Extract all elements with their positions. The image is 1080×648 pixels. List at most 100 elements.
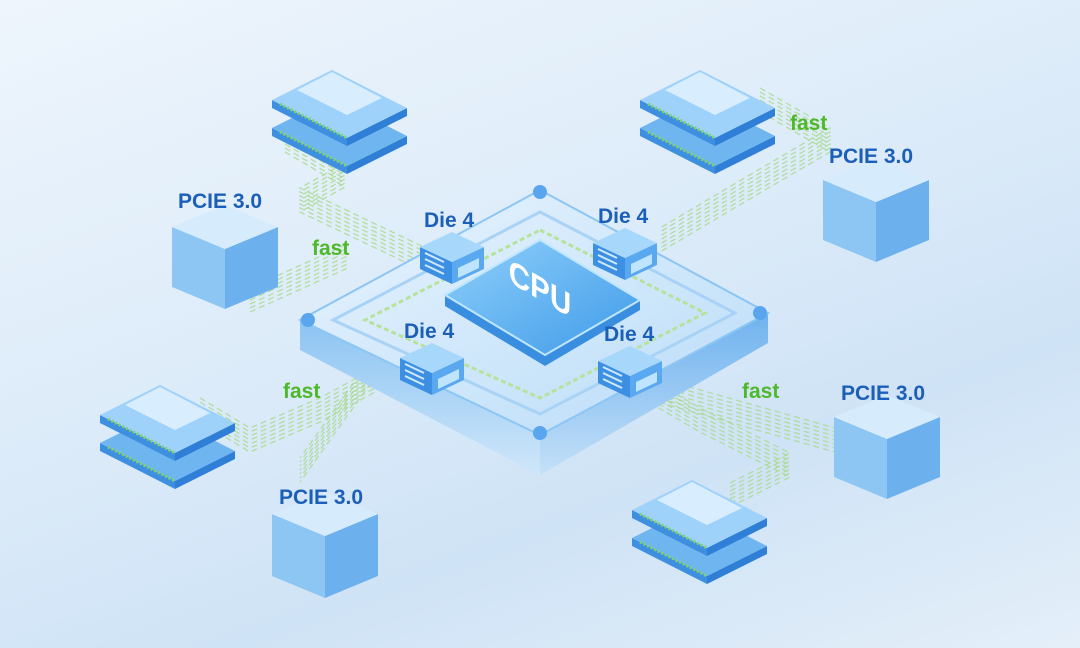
cube-right-face: [876, 180, 929, 262]
platform-inner-ring: [329, 210, 739, 416]
cube-right-face: [225, 227, 278, 309]
memory-slab-side: [707, 518, 767, 556]
memory-chip: [297, 72, 382, 115]
die-vent: [424, 258, 445, 269]
memory-slab-side: [347, 108, 407, 146]
link-wire: [249, 262, 351, 309]
link-wire: [284, 151, 431, 275]
link-wire: [284, 143, 431, 267]
memory-module-bottom-left: [100, 385, 235, 489]
die-panel: [458, 258, 479, 278]
link-wire: [299, 329, 401, 471]
cube-right-face: [325, 514, 378, 598]
die-vent: [404, 375, 425, 386]
link-wire: [659, 99, 832, 241]
pcie-label-bottom-right: PCIE 3.0: [841, 382, 926, 405]
cube-left-face: [272, 514, 325, 598]
link-wire: [284, 147, 431, 271]
die-vent: [404, 369, 425, 380]
die-left-face: [593, 243, 625, 280]
die-panel: [631, 254, 652, 274]
memory-slab-side: [640, 128, 715, 174]
link-wire: [249, 242, 351, 289]
pcie-label-bottom-left: PCIE 3.0: [279, 486, 364, 509]
cube-top-face: [172, 205, 278, 249]
die-top-left: [420, 232, 484, 284]
link-wire: [299, 317, 401, 459]
fast-label-bottom-right: fast: [742, 380, 780, 403]
link-wire: [299, 333, 401, 475]
die-left-face: [598, 361, 630, 398]
memory-module-bottom-right: [632, 480, 767, 584]
platform-side-left: [300, 320, 540, 475]
die-label-top-right: Die 4: [598, 205, 649, 228]
memory-module-top-right: [640, 70, 775, 174]
cube-top-face: [272, 492, 378, 536]
memory-slab-side: [175, 451, 235, 489]
cpu-chip: CPU: [443, 238, 642, 366]
die-vent: [602, 378, 623, 389]
memory-slab-side: [347, 136, 407, 174]
cube-top-face: [823, 158, 929, 202]
memory-chip: [665, 72, 750, 115]
link-wire: [249, 258, 351, 305]
link-wire: [659, 87, 832, 229]
link-wire: [659, 91, 832, 233]
die-top-face: [593, 228, 657, 258]
die-vent: [597, 248, 618, 259]
die-vent: [424, 252, 445, 263]
memory-slab-side: [175, 423, 235, 461]
die-label-top-left: Die 4: [424, 209, 475, 232]
link-wire: [639, 392, 836, 449]
die-panel: [438, 369, 459, 389]
link-wire: [659, 111, 832, 253]
memory-pins: [647, 102, 716, 140]
memory-pins: [639, 540, 708, 578]
die-top-face: [420, 232, 484, 262]
link-wire: [639, 396, 836, 453]
link-wire: [299, 321, 401, 463]
link-wires: [199, 87, 836, 508]
pcie-label-top-left: PCIE 3.0: [178, 190, 263, 213]
memory-slab-side: [272, 128, 347, 174]
memory-slab-side: [100, 443, 175, 489]
die-vent: [602, 372, 623, 383]
fast-label-top-right: fast: [790, 112, 828, 135]
platform-corner-dot: [533, 185, 547, 199]
die-top-face: [400, 343, 464, 373]
link-wire: [639, 388, 792, 500]
memory-slab-side: [715, 108, 775, 146]
link-wire: [639, 396, 792, 508]
die-vent: [424, 264, 445, 275]
link-wire: [639, 384, 792, 496]
memory-slab-side: [707, 546, 767, 584]
link-wire: [659, 107, 832, 249]
cpu-chip-side: [445, 295, 640, 366]
memory-pins: [107, 417, 176, 455]
die-top-right: [593, 228, 657, 280]
memory-slab-side: [640, 100, 715, 146]
die-panel: [636, 372, 657, 392]
memory-slab-side: [715, 136, 775, 174]
link-wire: [299, 341, 401, 483]
die-left-face: [400, 358, 432, 395]
die-bottom-left: [400, 343, 464, 395]
memory-slab-side: [632, 510, 707, 556]
memory-pins: [279, 130, 348, 168]
memory-pins: [639, 512, 708, 550]
memory-chip: [125, 387, 210, 430]
platform-green-ring: [361, 228, 709, 400]
pcie-label-top-right: PCIE 3.0: [829, 145, 914, 168]
die-vent: [597, 260, 618, 271]
die-left-face: [420, 247, 452, 284]
link-wire: [249, 266, 351, 313]
pcie-block-bottom-left: [272, 492, 378, 598]
cube-left-face: [823, 180, 876, 262]
memory-module-top-left: [272, 70, 407, 174]
link-wire: [659, 95, 832, 237]
pcie-block-bottom-right: [834, 395, 940, 499]
cube-left-face: [834, 417, 887, 499]
die-bottom-right: [598, 346, 662, 398]
platform-side-right: [540, 313, 768, 475]
